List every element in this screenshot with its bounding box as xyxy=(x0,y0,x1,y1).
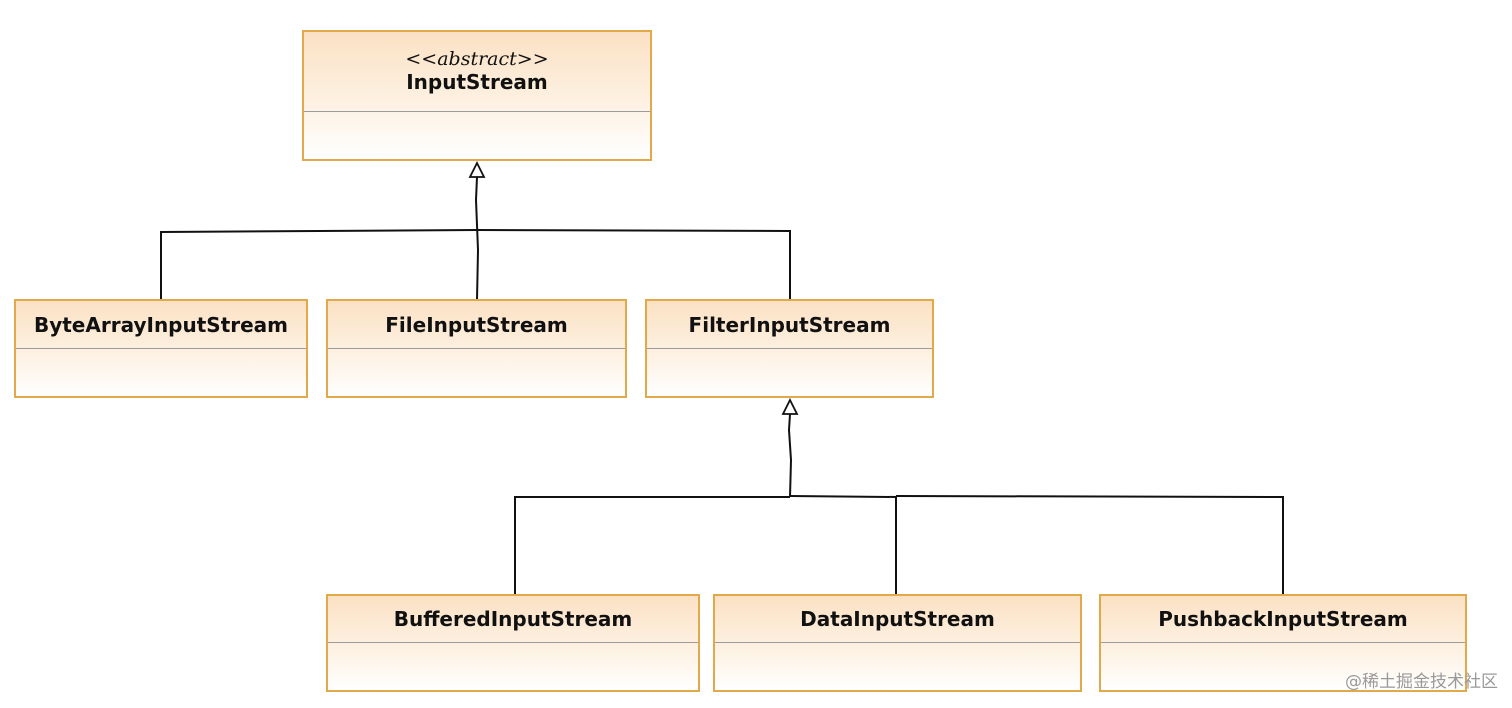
class-box-bufferedinputstream[interactable]: BufferedInputStream xyxy=(326,594,700,692)
class-name-compartment: FileInputStream xyxy=(328,301,625,349)
inheritance-line-file-to-inputstream xyxy=(474,176,480,301)
class-name-compartment: DataInputStream xyxy=(715,596,1080,643)
class-name-bytearrayinputstream: ByteArrayInputStream xyxy=(33,312,289,337)
class-name-pushbackinputstream: PushbackInputStream xyxy=(1158,607,1408,631)
generalization-arrowhead-inputstream xyxy=(468,160,486,178)
class-box-fileinputstream[interactable]: FileInputStream xyxy=(326,299,627,398)
class-box-bytearrayinputstream[interactable]: ByteArrayInputStream xyxy=(14,299,308,398)
class-box-filterinputstream[interactable]: FilterInputStream xyxy=(645,299,934,398)
inheritance-trunk-to-filter xyxy=(787,413,793,498)
watermark-text: @稀土掘金技术社区 xyxy=(1345,672,1498,692)
generalization-arrowhead-filterinputstream xyxy=(781,397,799,415)
class-box-pushbackinputstream[interactable]: PushbackInputStream xyxy=(1099,594,1467,692)
class-name-bufferedinputstream: BufferedInputStream xyxy=(393,607,633,631)
class-name-inputstream: InputStream xyxy=(406,69,548,94)
inheritance-line-filter-to-inputstream xyxy=(476,229,791,300)
class-name-filterinputstream: FilterInputStream xyxy=(688,312,891,337)
inheritance-line-pushback-to-filter xyxy=(895,495,1284,595)
inheritance-line-data-to-filter xyxy=(789,495,897,595)
class-name-fileinputstream: FileInputStream xyxy=(385,312,568,337)
class-box-inputstream[interactable]: <<abstract>> InputStream xyxy=(302,30,652,161)
class-box-datainputstream[interactable]: DataInputStream xyxy=(713,594,1082,692)
class-name-compartment: ByteArrayInputStream xyxy=(16,301,306,349)
class-name-compartment: BufferedInputStream xyxy=(328,596,698,643)
class-name-datainputstream: DataInputStream xyxy=(800,607,995,631)
abstract-stereotype: <<abstract>> xyxy=(405,48,549,71)
inheritance-line-buffered-to-filter xyxy=(514,496,790,595)
class-name-compartment: FilterInputStream xyxy=(647,301,932,349)
inheritance-line-bytearray-to-inputstream xyxy=(160,229,478,300)
class-name-compartment: <<abstract>> InputStream xyxy=(304,32,650,112)
class-name-compartment: PushbackInputStream xyxy=(1101,596,1465,643)
